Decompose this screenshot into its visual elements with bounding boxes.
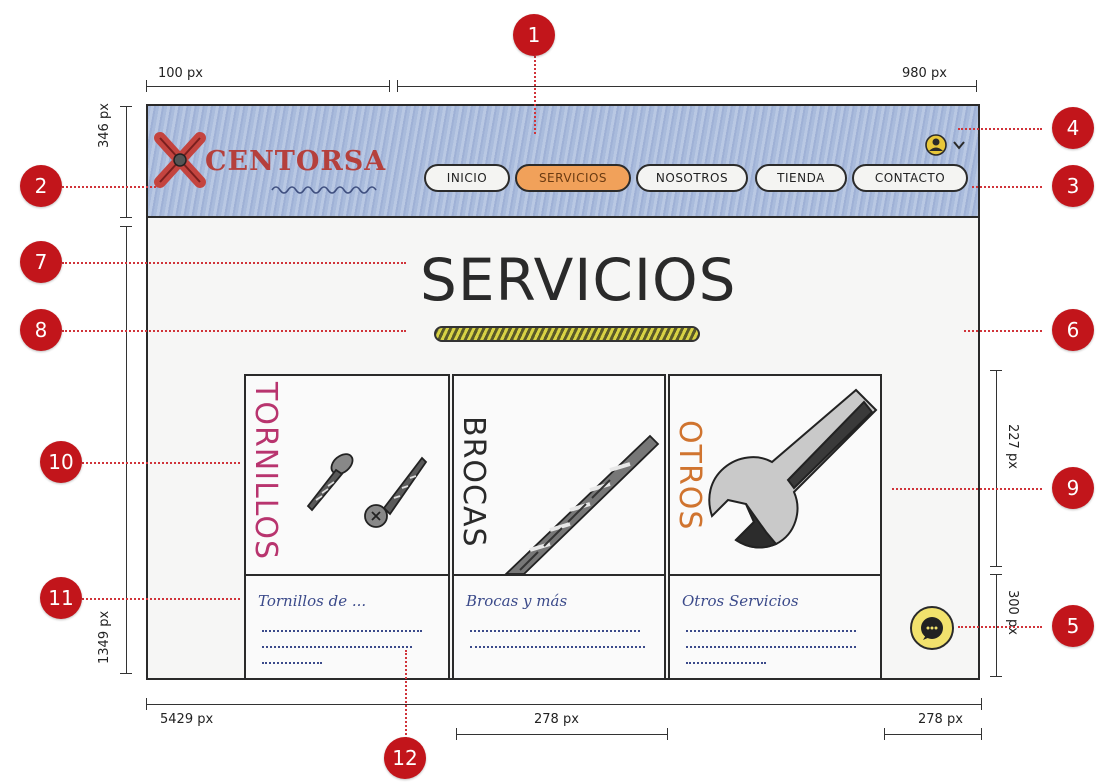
dim-line-card-mid xyxy=(456,734,668,735)
service-card-brocas[interactable]: BROCAS Brocas y más xyxy=(452,374,666,680)
card-divider xyxy=(670,574,880,576)
dim-tick xyxy=(990,566,1002,567)
nav-nosotros[interactable]: NOSOTROS xyxy=(636,164,748,192)
dim-line-bottom xyxy=(146,704,982,705)
dim-label-5429: 5429 px xyxy=(160,712,214,727)
dim-tick xyxy=(990,370,1002,371)
marker-6: 6 xyxy=(1052,309,1094,351)
marker-9: 9 xyxy=(1052,467,1094,509)
dim-tick xyxy=(981,728,982,740)
dim-tick xyxy=(990,574,1002,575)
card-vertical-label: BROCAS xyxy=(456,416,491,548)
service-card-otros[interactable]: OTROS Otros Servicios xyxy=(668,374,882,680)
leader-9 xyxy=(892,488,1042,490)
marker-1: 1 xyxy=(513,14,555,56)
chat-bubble-icon xyxy=(921,617,943,640)
marker-10: 10 xyxy=(40,441,82,483)
dim-tick xyxy=(981,698,982,710)
user-avatar-icon xyxy=(925,134,947,156)
marker-4: 4 xyxy=(1052,107,1094,149)
dim-label-980: 980 px xyxy=(902,66,947,81)
dim-tick xyxy=(397,80,398,92)
marker-2: 2 xyxy=(20,165,62,207)
marker-8: 8 xyxy=(20,309,62,351)
page-title: SERVICIOS xyxy=(420,246,737,314)
logo-tagline-scribble xyxy=(271,186,377,194)
card-caption: Otros Servicios xyxy=(682,592,799,610)
dim-label-278-mid: 278 px xyxy=(534,712,579,727)
screw-icon xyxy=(306,453,428,528)
dim-label-346: 346 px xyxy=(97,103,112,148)
nav-inicio[interactable]: INICIO xyxy=(424,164,510,192)
card-caption: Tornillos de ... xyxy=(258,592,367,610)
service-card-tornillos[interactable]: TORNILLOS Tornillos de ... xyxy=(244,374,450,680)
leader-8 xyxy=(62,330,406,332)
dim-tick xyxy=(389,80,390,92)
wrench-icon xyxy=(708,388,878,549)
dim-tick xyxy=(146,80,147,92)
dim-label-227: 227 px xyxy=(1005,424,1020,469)
leader-6 xyxy=(964,330,1042,332)
card-divider xyxy=(246,574,448,576)
marker-11: 11 xyxy=(40,577,82,619)
dim-line-card-right xyxy=(884,734,982,735)
dim-line-left xyxy=(146,86,390,87)
drill-bit-icon xyxy=(504,434,660,574)
dim-line-card-text xyxy=(996,574,997,676)
leader-7 xyxy=(62,262,406,264)
dim-label-300: 300 px xyxy=(1005,590,1020,635)
card-divider xyxy=(454,574,664,576)
dim-tick xyxy=(990,676,1002,677)
leader-12 xyxy=(405,650,407,746)
leader-10 xyxy=(82,462,240,464)
marker-3: 3 xyxy=(1052,165,1094,207)
logo-x-icon xyxy=(154,132,206,188)
dim-label-100: 100 px xyxy=(158,66,203,81)
marker-12: 12 xyxy=(384,737,426,779)
placeholder-text-line xyxy=(470,638,645,648)
dim-tick xyxy=(667,728,668,740)
chat-button[interactable] xyxy=(910,606,954,650)
placeholder-text-line xyxy=(470,622,640,632)
chevron-down-icon xyxy=(953,141,965,150)
dim-line-content xyxy=(126,226,127,674)
placeholder-text-line xyxy=(262,638,412,648)
dim-label-1349: 1349 px xyxy=(97,610,112,664)
nav-servicios[interactable]: SERVICIOS xyxy=(515,164,631,192)
leader-11 xyxy=(82,598,240,600)
leader-1 xyxy=(534,56,536,134)
dim-line-right xyxy=(397,86,977,87)
leader-4 xyxy=(958,128,1042,130)
leader-5 xyxy=(958,626,1042,628)
site-header xyxy=(146,104,980,218)
dim-tick xyxy=(120,673,132,674)
nav-contacto[interactable]: CONTACTO xyxy=(852,164,968,192)
dim-tick xyxy=(120,106,132,107)
dim-line-card-image xyxy=(996,370,997,566)
placeholder-text-line xyxy=(262,622,422,632)
dim-tick xyxy=(456,728,457,740)
card-caption: Brocas y más xyxy=(466,592,568,610)
leader-2 xyxy=(62,186,156,188)
dim-tick xyxy=(120,226,132,227)
placeholder-text-line xyxy=(686,638,856,648)
leader-3 xyxy=(972,186,1042,188)
marker-7: 7 xyxy=(20,241,62,283)
user-menu[interactable] xyxy=(924,133,966,157)
dim-tick xyxy=(146,698,147,710)
title-underline xyxy=(434,326,700,342)
nav-tienda[interactable]: TIENDA xyxy=(755,164,847,192)
dim-label-278-right: 278 px xyxy=(918,712,963,727)
dim-tick xyxy=(976,80,977,92)
placeholder-text-line xyxy=(686,654,766,664)
marker-5: 5 xyxy=(1052,605,1094,647)
logo-text[interactable]: CENTORSA xyxy=(205,146,387,177)
placeholder-text-line xyxy=(262,654,322,664)
card-vertical-label: TORNILLOS xyxy=(248,382,283,561)
dim-tick xyxy=(120,217,132,218)
dim-tick xyxy=(884,728,885,740)
card-vertical-label: OTROS xyxy=(672,420,707,531)
placeholder-text-line xyxy=(686,622,856,632)
dim-line-header xyxy=(126,106,127,218)
